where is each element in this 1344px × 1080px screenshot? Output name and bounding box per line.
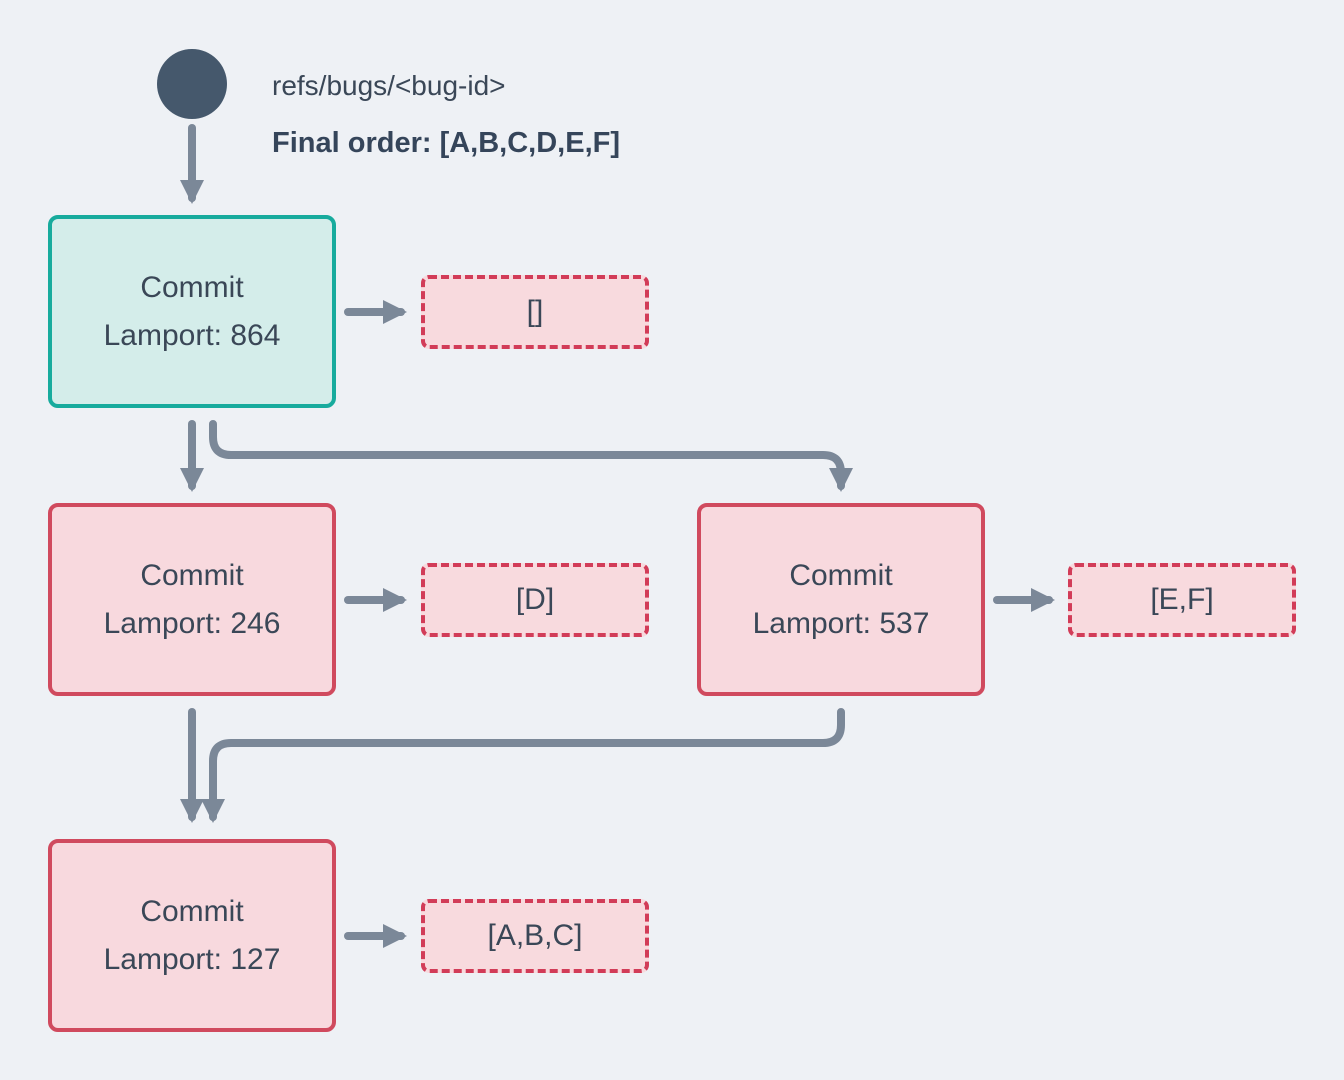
commit-lamport: Lamport: 127 [103,942,281,976]
commit-lamport: Lamport: 864 [103,318,281,352]
ops-label: [A,B,C] [487,919,583,952]
commit-lamport: Lamport: 246 [103,606,281,640]
final-order-label: Final order: [A,B,C,D,E,F] [272,127,620,159]
ops-node-537: [E,F] [1068,563,1296,637]
commit-lamport: Lamport: 537 [752,606,930,640]
edge-864-to-537 [209,420,853,492]
edge-537-to-127 [201,708,845,823]
commit-title: Commit [140,894,244,928]
ops-node-246: [D] [421,563,649,637]
ref-label: refs/bugs/<bug-id> [272,70,506,101]
commit-node-127: Commit Lamport: 127 [48,839,336,1032]
commit-node-864: Commit Lamport: 864 [48,215,336,408]
commit-node-537: Commit Lamport: 537 [697,503,985,696]
commit-title: Commit [140,558,244,592]
ref-head-dot [157,49,227,119]
commit-node-246: Commit Lamport: 246 [48,503,336,696]
ops-label: [D] [515,583,555,616]
ops-node-127: [A,B,C] [421,899,649,973]
ops-label: [E,F] [1150,583,1214,616]
ops-label: [] [526,295,544,328]
commit-title: Commit [140,270,244,304]
ops-node-864: [] [421,275,649,349]
commit-title: Commit [789,558,893,592]
